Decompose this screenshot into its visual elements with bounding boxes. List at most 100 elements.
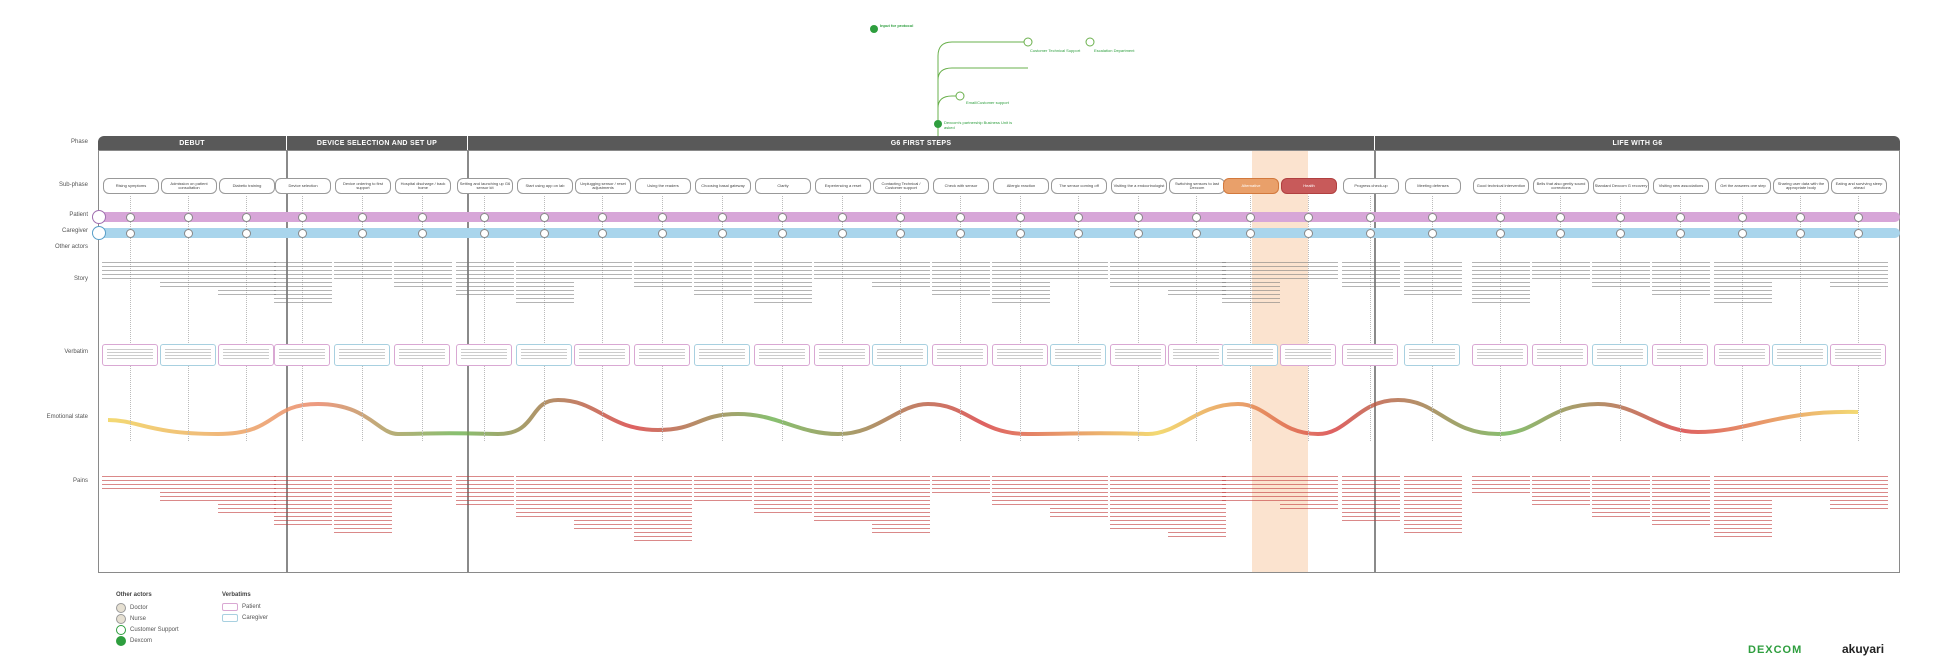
- story-text: [872, 262, 930, 289]
- patient-node: [1556, 212, 1565, 222]
- row-label-patient: Patient: [69, 212, 88, 218]
- stage-pill: Health: [1281, 178, 1337, 194]
- story-text: [1714, 262, 1772, 303]
- pain-text: [1168, 476, 1226, 540]
- verbatim-note: [694, 344, 750, 366]
- stage-pill: Hospital discharge / back home: [395, 178, 451, 194]
- pain-text: [574, 476, 632, 530]
- patient-node: [1366, 212, 1375, 222]
- pain-text: [1110, 476, 1168, 529]
- row-label-other-actors: Other actors: [54, 244, 88, 250]
- pain-text: [1772, 476, 1830, 500]
- stage-pill: Diabetic training: [219, 178, 275, 194]
- verbatim-note: [814, 344, 870, 366]
- stage-pill: Setting and launching up G6 sensor kit: [457, 178, 513, 194]
- pain-text: [1404, 476, 1462, 534]
- patient-node: [896, 212, 905, 222]
- patient-node: [956, 212, 965, 222]
- column-guide: [544, 196, 545, 441]
- story-text: [218, 262, 276, 296]
- row-label-phase: Phase: [70, 139, 88, 145]
- patient-node: [1304, 212, 1313, 222]
- verbatim-note: [516, 344, 572, 366]
- patient-node: [658, 212, 667, 222]
- caregiver-node: [838, 228, 847, 238]
- pain-text: [872, 476, 930, 535]
- phase-header-device-selection: DEVICE SELECTION AND SET UP: [287, 136, 467, 150]
- pain-text: [516, 476, 574, 519]
- stage-pill: Eating and surviving sleep ahead: [1831, 178, 1887, 194]
- pain-text: [1830, 476, 1888, 511]
- support-node-label: Customer Technical Support: [1030, 48, 1081, 53]
- caregiver-node: [1304, 228, 1313, 238]
- story-text: [1830, 262, 1888, 289]
- support-branch-title: Input for protocol: [880, 23, 914, 28]
- caregiver-node: [1496, 228, 1505, 238]
- story-text: [1168, 262, 1226, 296]
- patient-node: [184, 212, 193, 222]
- story-text: [1652, 262, 1710, 296]
- legend-patient: Patient: [222, 603, 261, 611]
- pain-text: [1342, 476, 1400, 523]
- caregiver-node: [540, 228, 549, 238]
- pain-text: [1050, 476, 1108, 518]
- patient-start-node: [92, 210, 106, 224]
- pain-text: [1280, 476, 1338, 512]
- support-node-label: Email/Customer support: [966, 100, 1009, 105]
- column-guide: [900, 196, 901, 441]
- caregiver-node: [1556, 228, 1565, 238]
- stage-pill: Bells that also gently sound corrections: [1533, 178, 1589, 194]
- patient-node: [540, 212, 549, 222]
- caregiver-node: [658, 228, 667, 238]
- row-label-sub-phase: Sub-phase: [58, 182, 88, 188]
- story-text: [1222, 262, 1280, 303]
- caregiver-node: [1796, 228, 1805, 238]
- story-text: [754, 262, 812, 303]
- emotion-curve: [107, 397, 1859, 437]
- row-label-emotional-state: Emotional state: [46, 414, 88, 420]
- story-text: [574, 262, 632, 282]
- legend-customer-support: Customer Support: [116, 625, 179, 635]
- verbatim-note: [1592, 344, 1648, 366]
- caregiver-node: [598, 228, 607, 238]
- stage-pill: Check with sensor: [933, 178, 989, 194]
- pain-text: [334, 476, 392, 536]
- support-icon: [116, 625, 126, 635]
- verbatim-note: [754, 344, 810, 366]
- stage-pill: Admission on patient consultation: [161, 178, 217, 194]
- caregiver-node: [1428, 228, 1437, 238]
- story-text: [634, 262, 692, 289]
- story-text: [160, 262, 218, 289]
- stage-pill: Allergic reaction: [993, 178, 1049, 194]
- patient-node: [1428, 212, 1437, 222]
- verbatim-note: [872, 344, 928, 366]
- column-guide: [1432, 196, 1433, 441]
- pain-text: [1592, 476, 1650, 517]
- stage-pill: Rising symptoms: [103, 178, 159, 194]
- column-guide: [1196, 196, 1197, 441]
- caregiver-node: [298, 228, 307, 238]
- patient-node: [1616, 212, 1625, 222]
- story-text: [334, 262, 392, 282]
- column-guide: [362, 196, 363, 441]
- patient-track: [92, 212, 1900, 222]
- legend-actors-title: Other actors: [116, 592, 152, 598]
- stage-pill: Experiencing a reset: [815, 178, 871, 194]
- story-text: [1110, 262, 1168, 289]
- column-guide: [960, 196, 961, 441]
- patient-node: [1192, 212, 1201, 222]
- support-node-label: Dexcom's partnership Business Unit is as…: [944, 120, 1013, 130]
- patient-node: [718, 212, 727, 222]
- patient-node: [1676, 212, 1685, 222]
- pain-text: [1222, 476, 1280, 501]
- caregiver-node: [1016, 228, 1025, 238]
- patient-node: [358, 212, 367, 222]
- pain-text: [814, 476, 872, 524]
- verbatim-note: [634, 344, 690, 366]
- stage-pill: Meeting defenses: [1405, 178, 1461, 194]
- pain-text: [932, 476, 990, 496]
- row-label-pains: Pains: [72, 478, 88, 484]
- patient-node: [126, 212, 135, 222]
- caregiver-node: [896, 228, 905, 238]
- caregiver-node: [1854, 228, 1863, 238]
